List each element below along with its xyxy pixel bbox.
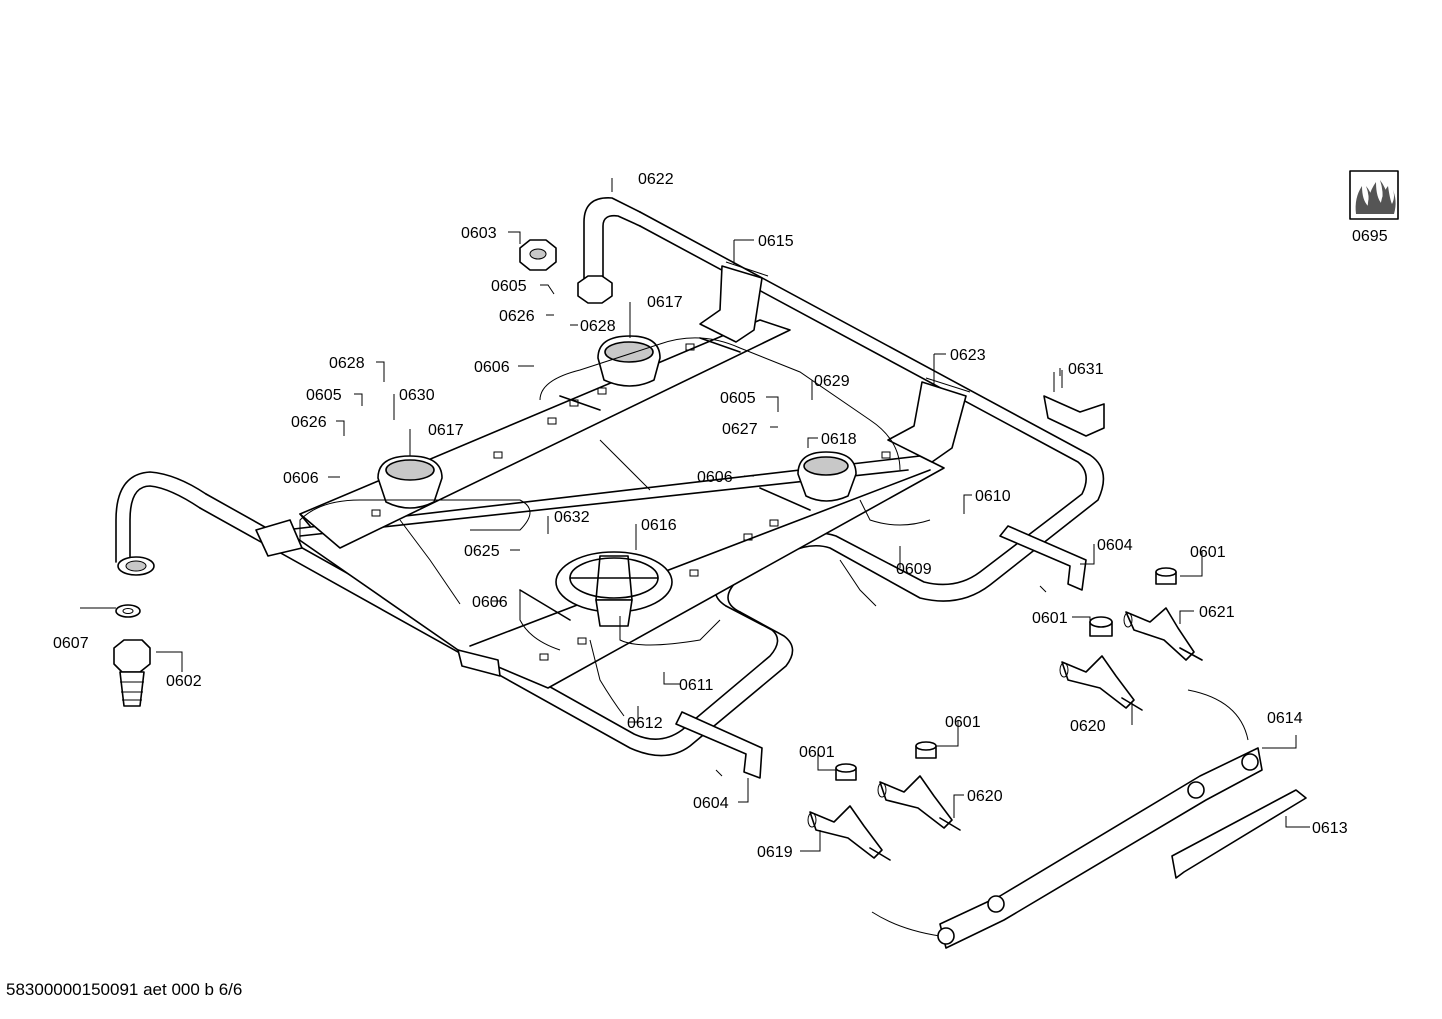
callout-0620: 0620 xyxy=(967,788,1003,805)
callout-0609: 0609 xyxy=(896,561,932,578)
callout-0625: 0625 xyxy=(464,543,500,560)
callout-0628: 0628 xyxy=(329,355,365,372)
callout-0626: 0626 xyxy=(291,414,327,431)
callout-0602: 0602 xyxy=(166,673,202,690)
callout-0617: 0617 xyxy=(428,422,464,439)
document-code: 58300000150091 aet 000 b 6/6 xyxy=(6,980,243,999)
gas-tap-0620-b xyxy=(877,775,961,831)
callout-0601: 0601 xyxy=(799,744,835,761)
callout-0611: 0611 xyxy=(679,677,714,694)
bracket-0623 xyxy=(887,377,971,463)
burner-wok-0616 xyxy=(555,551,673,627)
callout-0621: 0621 xyxy=(1199,604,1235,621)
callout-0606: 0606 xyxy=(472,594,508,611)
callout-0630: 0630 xyxy=(399,387,435,404)
callout-0601: 0601 xyxy=(1032,610,1068,627)
callout-0610: 0610 xyxy=(975,488,1011,505)
burner-cup-right xyxy=(797,451,857,502)
seat-0601-a xyxy=(1155,567,1177,585)
callout-0619: 0619 xyxy=(757,844,793,861)
callout-0628: 0628 xyxy=(580,318,616,335)
strip-0613 xyxy=(1171,789,1307,879)
callout-0622: 0622 xyxy=(638,171,674,188)
callout-0612: 0612 xyxy=(627,715,663,732)
callout-0605: 0605 xyxy=(491,278,527,295)
callout-0606: 0606 xyxy=(697,469,733,486)
flame-logo-0695 xyxy=(1349,170,1399,220)
callout-0601: 0601 xyxy=(1190,544,1226,561)
callout-0617: 0617 xyxy=(647,294,683,311)
seat-0601-d xyxy=(835,763,857,781)
burner-cup-back xyxy=(597,335,661,387)
callout-0613: 0613 xyxy=(1312,820,1348,837)
callout-0606: 0606 xyxy=(474,359,510,376)
seat-0601-b xyxy=(1089,616,1113,637)
callout-0695: 0695 xyxy=(1352,228,1388,245)
seat-0601-c xyxy=(915,741,937,759)
gas-tap-0621 xyxy=(1123,607,1203,661)
bracket-0604-b xyxy=(675,711,763,779)
callout-0631: 0631 xyxy=(1068,361,1104,378)
callout-0601: 0601 xyxy=(945,714,981,731)
ignition-box-0631 xyxy=(1043,370,1105,437)
burner-cup-left xyxy=(377,455,443,509)
gas-tap-0619 xyxy=(807,805,891,861)
washer-0607 xyxy=(115,604,141,618)
gas-tap-0620-a xyxy=(1059,655,1143,711)
callout-0626: 0626 xyxy=(499,308,535,325)
callout-0605: 0605 xyxy=(306,387,342,404)
callout-0620: 0620 xyxy=(1070,718,1106,735)
callout-0632: 0632 xyxy=(554,509,590,526)
bracket-0615 xyxy=(699,261,769,343)
hose-nozzle-0602 xyxy=(113,639,151,707)
callout-0614: 0614 xyxy=(1267,710,1303,727)
callout-0605: 0605 xyxy=(720,390,756,407)
callout-0623: 0623 xyxy=(950,347,986,364)
ignition-harness-0614 xyxy=(871,689,1263,949)
nut-0603 xyxy=(519,239,557,271)
callout-0604: 0604 xyxy=(693,795,729,812)
callout-0616: 0616 xyxy=(641,517,677,534)
thermocouple-wires xyxy=(299,337,931,717)
callout-0629: 0629 xyxy=(814,373,850,390)
callout-0615: 0615 xyxy=(758,233,794,250)
callout-0604: 0604 xyxy=(1097,537,1133,554)
gas-pipe-frame xyxy=(115,197,1105,757)
callout-0606: 0606 xyxy=(283,470,319,487)
callout-0603: 0603 xyxy=(461,225,497,242)
callout-0627: 0627 xyxy=(722,421,758,438)
callout-labels: 0622 0603 0615 0605 0617 0626 0628 0606 … xyxy=(53,171,1388,861)
callout-0607: 0607 xyxy=(53,635,89,652)
leader-lines xyxy=(80,178,1310,852)
bracket-0604-a xyxy=(999,525,1087,593)
callout-0618: 0618 xyxy=(821,431,857,448)
